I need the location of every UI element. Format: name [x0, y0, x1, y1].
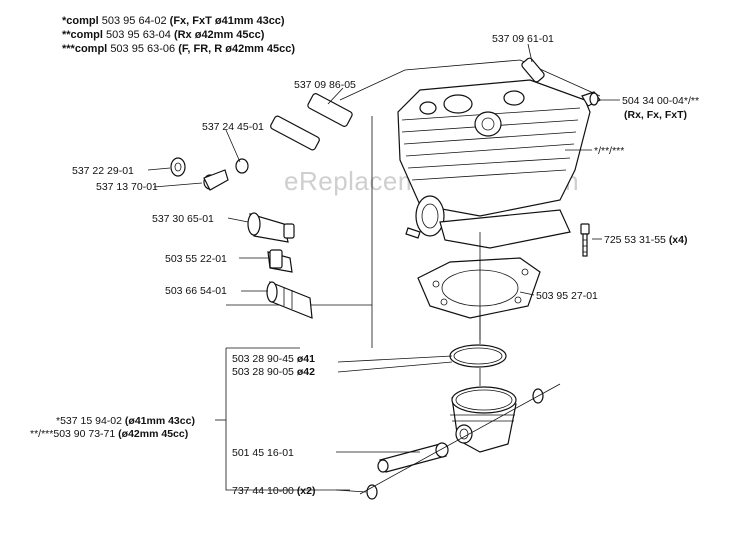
label-737441000: 737 44 10-00 (x2) [232, 485, 316, 497]
header-line2-prefix: **compl [62, 29, 103, 41]
label-ring-2: 503 28 90-05 ø42 [232, 366, 315, 378]
header-line3-number: 503 95 63-06 [110, 43, 175, 55]
label-ring-1-number: 503 28 90-45 [232, 353, 294, 365]
fuel-tube-upper [270, 57, 545, 151]
label-725533155: 725 53 31-55 (x4) [604, 234, 688, 246]
label-piston-1-note: (ø41mm 43cc) [125, 415, 195, 427]
header-line1-note: (Fx, FxT ø41mm 43cc) [170, 15, 285, 27]
label-piston-2-number: **/***503 90 73-71 [30, 428, 115, 440]
label-537096101: 537 09 61-01 [492, 33, 554, 45]
header-line2-note: (Rx ø42mm 45cc) [174, 29, 265, 41]
label-537137001: 537 13 70-01 [96, 181, 158, 193]
part-labels: 537 09 61-01 537 09 86-05 537 24 45-01 5… [30, 33, 699, 497]
label-piston-2-note: (ø42mm 45cc) [118, 428, 188, 440]
label-537244501: 537 24 45-01 [202, 121, 264, 133]
label-ring-2-number: 503 28 90-05 [232, 366, 294, 378]
label-504340004: 504 34 00-04*/** [622, 95, 699, 107]
header-block: *compl 503 95 64-02 (Fx, FxT ø41mm 43cc)… [62, 15, 295, 55]
label-737441000-number: 737 44 10-00 [232, 485, 294, 497]
label-537306501: 537 30 65-01 [152, 213, 214, 225]
header-line3-note: (F, FR, R ø42mm 45cc) [178, 43, 295, 55]
svg-text:*compl 503 95 64-02 (Fx, FxT ø: *compl 503 95 64-02 (Fx, FxT ø41mm 43cc) [62, 15, 285, 27]
label-501451601: 501 45 16-01 [232, 447, 294, 459]
header-line1-number: 503 95 64-02 [102, 15, 167, 27]
svg-text:***compl 503 95 63-06 (F, FR,: ***compl 503 95 63-06 (F, FR, R ø42mm 45… [62, 43, 295, 55]
piston [450, 386, 517, 453]
leader-lines [147, 43, 620, 495]
header-line1-prefix: *compl [62, 15, 99, 27]
svg-text:**compl 503 95 63-04 (Rx ø42mm: **compl 503 95 63-04 (Rx ø42mm 45cc) [62, 29, 265, 41]
label-504340004-note: (Rx, Fx, FxT) [624, 109, 687, 121]
label-piston-1-number: *537 15 94-02 [56, 415, 122, 427]
label-537222901: 537 22 29-01 [72, 165, 134, 177]
cylinder [397, 79, 591, 249]
label-537098605: 537 09 86-05 [294, 79, 356, 91]
label-503665401: 503 66 54-01 [165, 285, 227, 297]
label-ring-2-size: ø42 [297, 366, 315, 378]
label-piston-2: **/***503 90 73-71 (ø42mm 45cc) [30, 428, 188, 440]
label-503552201: 503 55 22-01 [165, 253, 227, 265]
cylinder-gasket [417, 257, 541, 319]
header-line2-number: 503 95 63-04 [106, 29, 171, 41]
piston-pin [377, 442, 449, 473]
cylinder-screw [580, 223, 590, 257]
label-737441000-qty: (x2) [297, 485, 316, 497]
label-ring-1: 503 28 90-45 ø41 [232, 353, 315, 365]
header-line3-prefix: ***compl [62, 43, 107, 55]
label-cylinder: */**/*** [594, 145, 624, 157]
label-503952701: 503 95 27-01 [536, 290, 598, 302]
label-725533155-qty: (x4) [669, 234, 688, 246]
label-ring-1-size: ø41 [297, 353, 315, 365]
label-725533155-number: 725 53 31-55 [604, 234, 666, 246]
label-piston-1: *537 15 94-02 (ø41mm 43cc) [56, 415, 195, 427]
piston-ring [449, 344, 507, 368]
left-fittings [170, 157, 313, 319]
